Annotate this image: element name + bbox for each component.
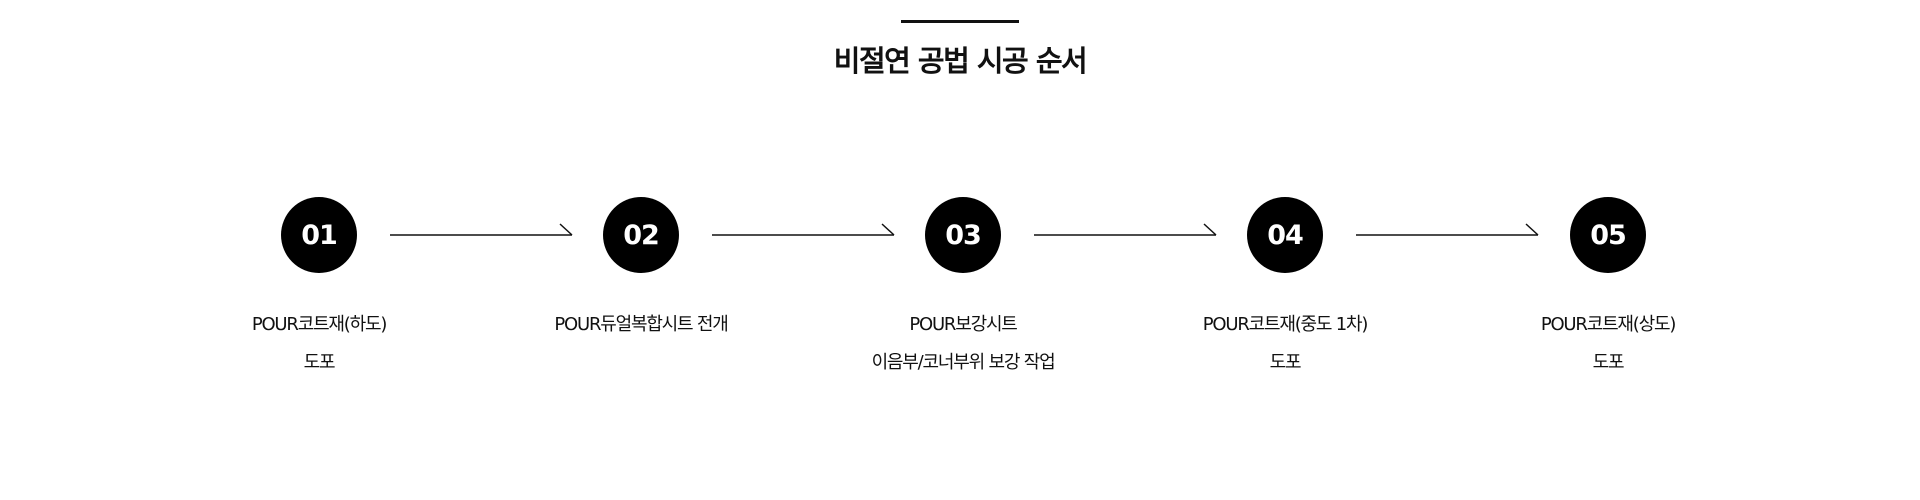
title-underline (901, 20, 1019, 23)
step-label-line-1: POUR듀얼복합시트 전개 (554, 314, 729, 335)
step-label: POUR코트재(상도) 도포 (1488, 306, 1728, 382)
step-label-line-2: 도포 (1269, 352, 1302, 373)
arrow-right-icon (712, 223, 895, 236)
step-label: POUR코트재(중도 1차) 도포 (1165, 306, 1405, 382)
process-step-04: 04 POUR코트재(중도 1차) 도포 (1165, 197, 1405, 382)
step-label-line-1: POUR코트재(상도) (1540, 314, 1677, 335)
process-step-05: 05 POUR코트재(상도) 도포 (1488, 197, 1728, 382)
step-number-badge: 04 (1247, 197, 1323, 273)
arrow-right-icon (1034, 223, 1217, 236)
arrow-right-icon (1356, 223, 1539, 236)
step-label-line-2: 도포 (303, 352, 336, 373)
step-label: POUR듀얼복합시트 전개 (521, 306, 761, 344)
step-label-line-1: POUR보강시트 (909, 314, 1018, 335)
step-label-line-1: POUR코트재(하도) (251, 314, 388, 335)
process-step-01: 01 POUR코트재(하도) 도포 (199, 197, 439, 382)
step-label-line-2: 도포 (1592, 352, 1625, 373)
process-step-03: 03 POUR보강시트 이음부/코너부위 보강 작업 (843, 197, 1083, 382)
page-title: 비절연 공법 시공 순서 (833, 44, 1088, 78)
step-number-badge: 05 (1570, 197, 1646, 273)
step-label: POUR코트재(하도) 도포 (199, 306, 439, 382)
step-number-badge: 02 (603, 197, 679, 273)
step-label-line-2: 이음부/코너부위 보강 작업 (871, 352, 1056, 373)
step-number-badge: 03 (925, 197, 1001, 273)
step-label-line-1: POUR코트재(중도 1차) (1202, 314, 1369, 335)
step-number-badge: 01 (281, 197, 357, 273)
step-label: POUR보강시트 이음부/코너부위 보강 작업 (843, 306, 1083, 382)
process-step-02: 02 POUR듀얼복합시트 전개 (521, 197, 761, 344)
arrow-right-icon (390, 223, 573, 236)
